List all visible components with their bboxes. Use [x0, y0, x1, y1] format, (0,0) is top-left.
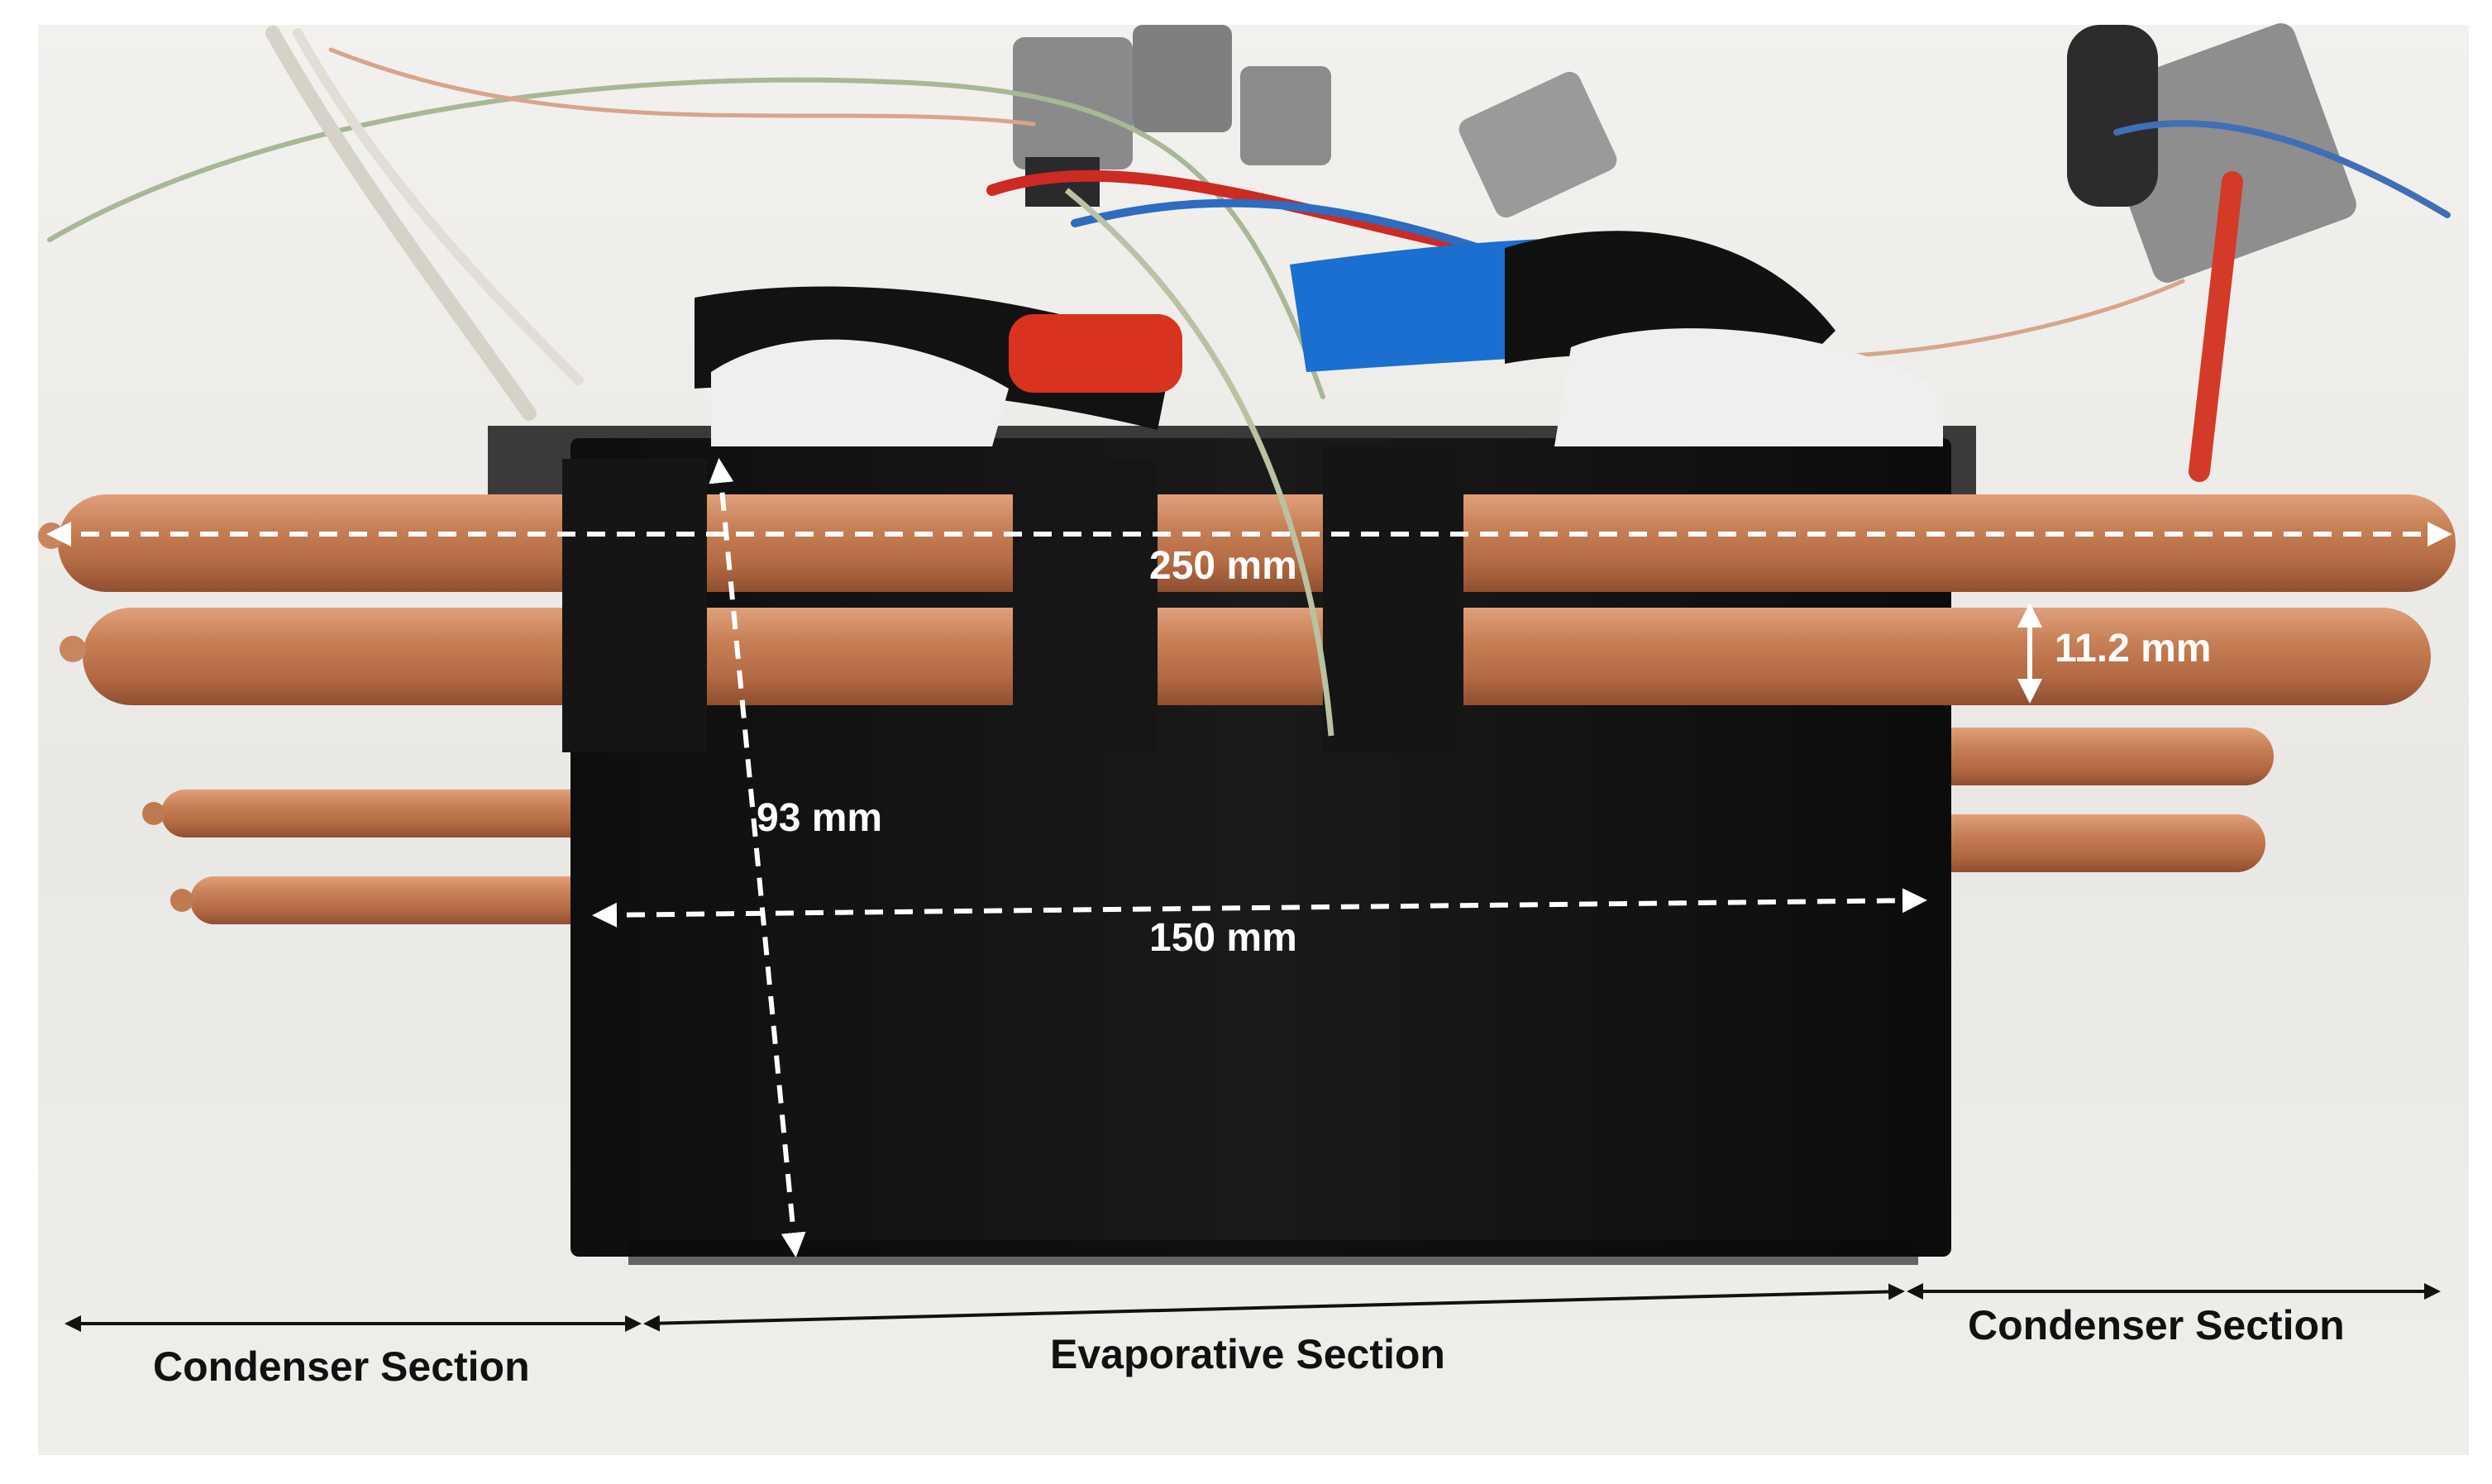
left-section-label: Condenser Section: [153, 1343, 530, 1390]
cable-bundle: [695, 231, 1943, 446]
diameter-label: 11.2 mm: [2055, 627, 2211, 670]
heat-pipe-lower-left-1: [142, 790, 624, 837]
thermocouple-wire: [1064, 188, 1334, 737]
heat-pipe-lower-right-1: [1902, 728, 2274, 785]
height-label: 93 mm: [757, 796, 882, 840]
middle-section-arrow: [643, 1283, 1905, 1332]
right-section-label: Condenser Section: [1968, 1302, 2345, 1348]
battery-box-shadow: [628, 1240, 1918, 1265]
height-arrow: [709, 458, 806, 1257]
heat-pipe-lower-right-2: [1902, 814, 2265, 872]
middle-section-label: Evaporative Section: [1050, 1331, 1445, 1377]
heat-pipe-lower-left-2: [170, 876, 624, 924]
tape-strap-2: [1013, 459, 1158, 752]
width-arrow: [592, 888, 1927, 928]
tape-strap-3: [1323, 446, 1463, 752]
connector-cluster-center: [1013, 25, 1617, 218]
tape-strap-1: [562, 459, 707, 752]
width-label: 150 mm: [1149, 916, 1297, 960]
length-label: 250 mm: [1149, 544, 1297, 588]
connector-cluster-right: [2067, 23, 2356, 283]
